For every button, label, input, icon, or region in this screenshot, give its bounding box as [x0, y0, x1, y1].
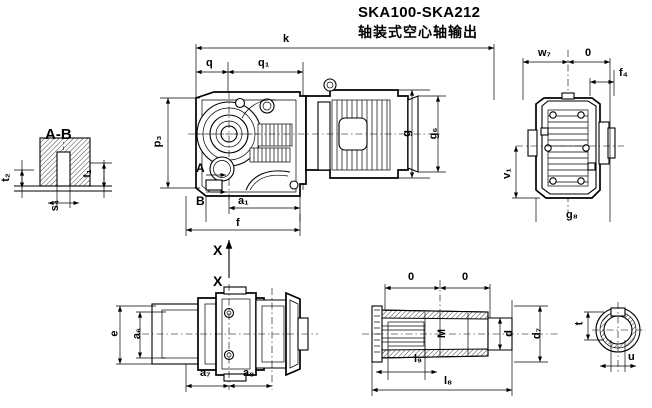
- dimension-label-q1: q₁: [258, 57, 270, 69]
- dimension-label-o-left-shaft: 0: [408, 271, 415, 283]
- dimension-label-o-right: 0: [585, 47, 592, 59]
- dimension-label-l8: l₈: [444, 375, 453, 387]
- hollow-shaft-section-view: [362, 280, 560, 396]
- dimension-label-g8: g₈: [566, 209, 578, 221]
- dimension-label-u: u: [628, 351, 635, 363]
- dimension-label-w7: w₇: [538, 47, 551, 59]
- dimension-label-d: d: [502, 330, 515, 337]
- drawing-title: SKA100-SKA212: [358, 4, 481, 21]
- dimension-label-f: f: [236, 217, 240, 229]
- dimension-label-m: M: [436, 328, 449, 339]
- view-marker-x-upper: X: [213, 242, 223, 258]
- dimension-label-t1: t₁: [81, 169, 94, 178]
- view-marker-x-lower: X: [213, 273, 223, 289]
- section-label-ab: A-B: [45, 126, 72, 143]
- dimension-label-t: t: [573, 321, 586, 326]
- dimension-label-q: q: [206, 57, 213, 69]
- dimension-label-f4: f₄: [619, 67, 628, 79]
- right-side-view: [512, 50, 624, 222]
- main-front-view: [160, 44, 495, 278]
- dimension-label-a8: a₈: [243, 367, 255, 379]
- dimension-label-k: k: [283, 33, 290, 45]
- dimension-label-d7: d₇: [531, 327, 544, 340]
- dimension-label-a6: a₆: [131, 327, 144, 340]
- view-marker-a: A: [196, 161, 205, 175]
- view-marker-b: B: [196, 194, 205, 208]
- drawing-subtitle: 轴装式空心轴输出: [358, 24, 478, 40]
- shaft-end-detail-view: [584, 302, 646, 372]
- dimension-label-o-right-shaft: 0: [462, 271, 469, 283]
- dimension-label-v1: v₁: [500, 168, 513, 179]
- section-ab-detail: [14, 132, 112, 208]
- dimension-label-p3: p₃: [151, 135, 164, 148]
- dimension-label-s4: s₄: [49, 199, 62, 212]
- dimension-label-g: g: [400, 130, 413, 137]
- dimension-label-a7: a₇: [200, 367, 211, 379]
- dimension-label-a1: a₁: [238, 195, 249, 207]
- bottom-left-x-view: [116, 284, 318, 392]
- dimension-label-l9: l₉: [414, 353, 423, 365]
- dimension-label-e: e: [108, 330, 121, 337]
- dimension-label-g6: g₆: [427, 127, 440, 140]
- dimension-label-t2: t₂: [0, 173, 12, 182]
